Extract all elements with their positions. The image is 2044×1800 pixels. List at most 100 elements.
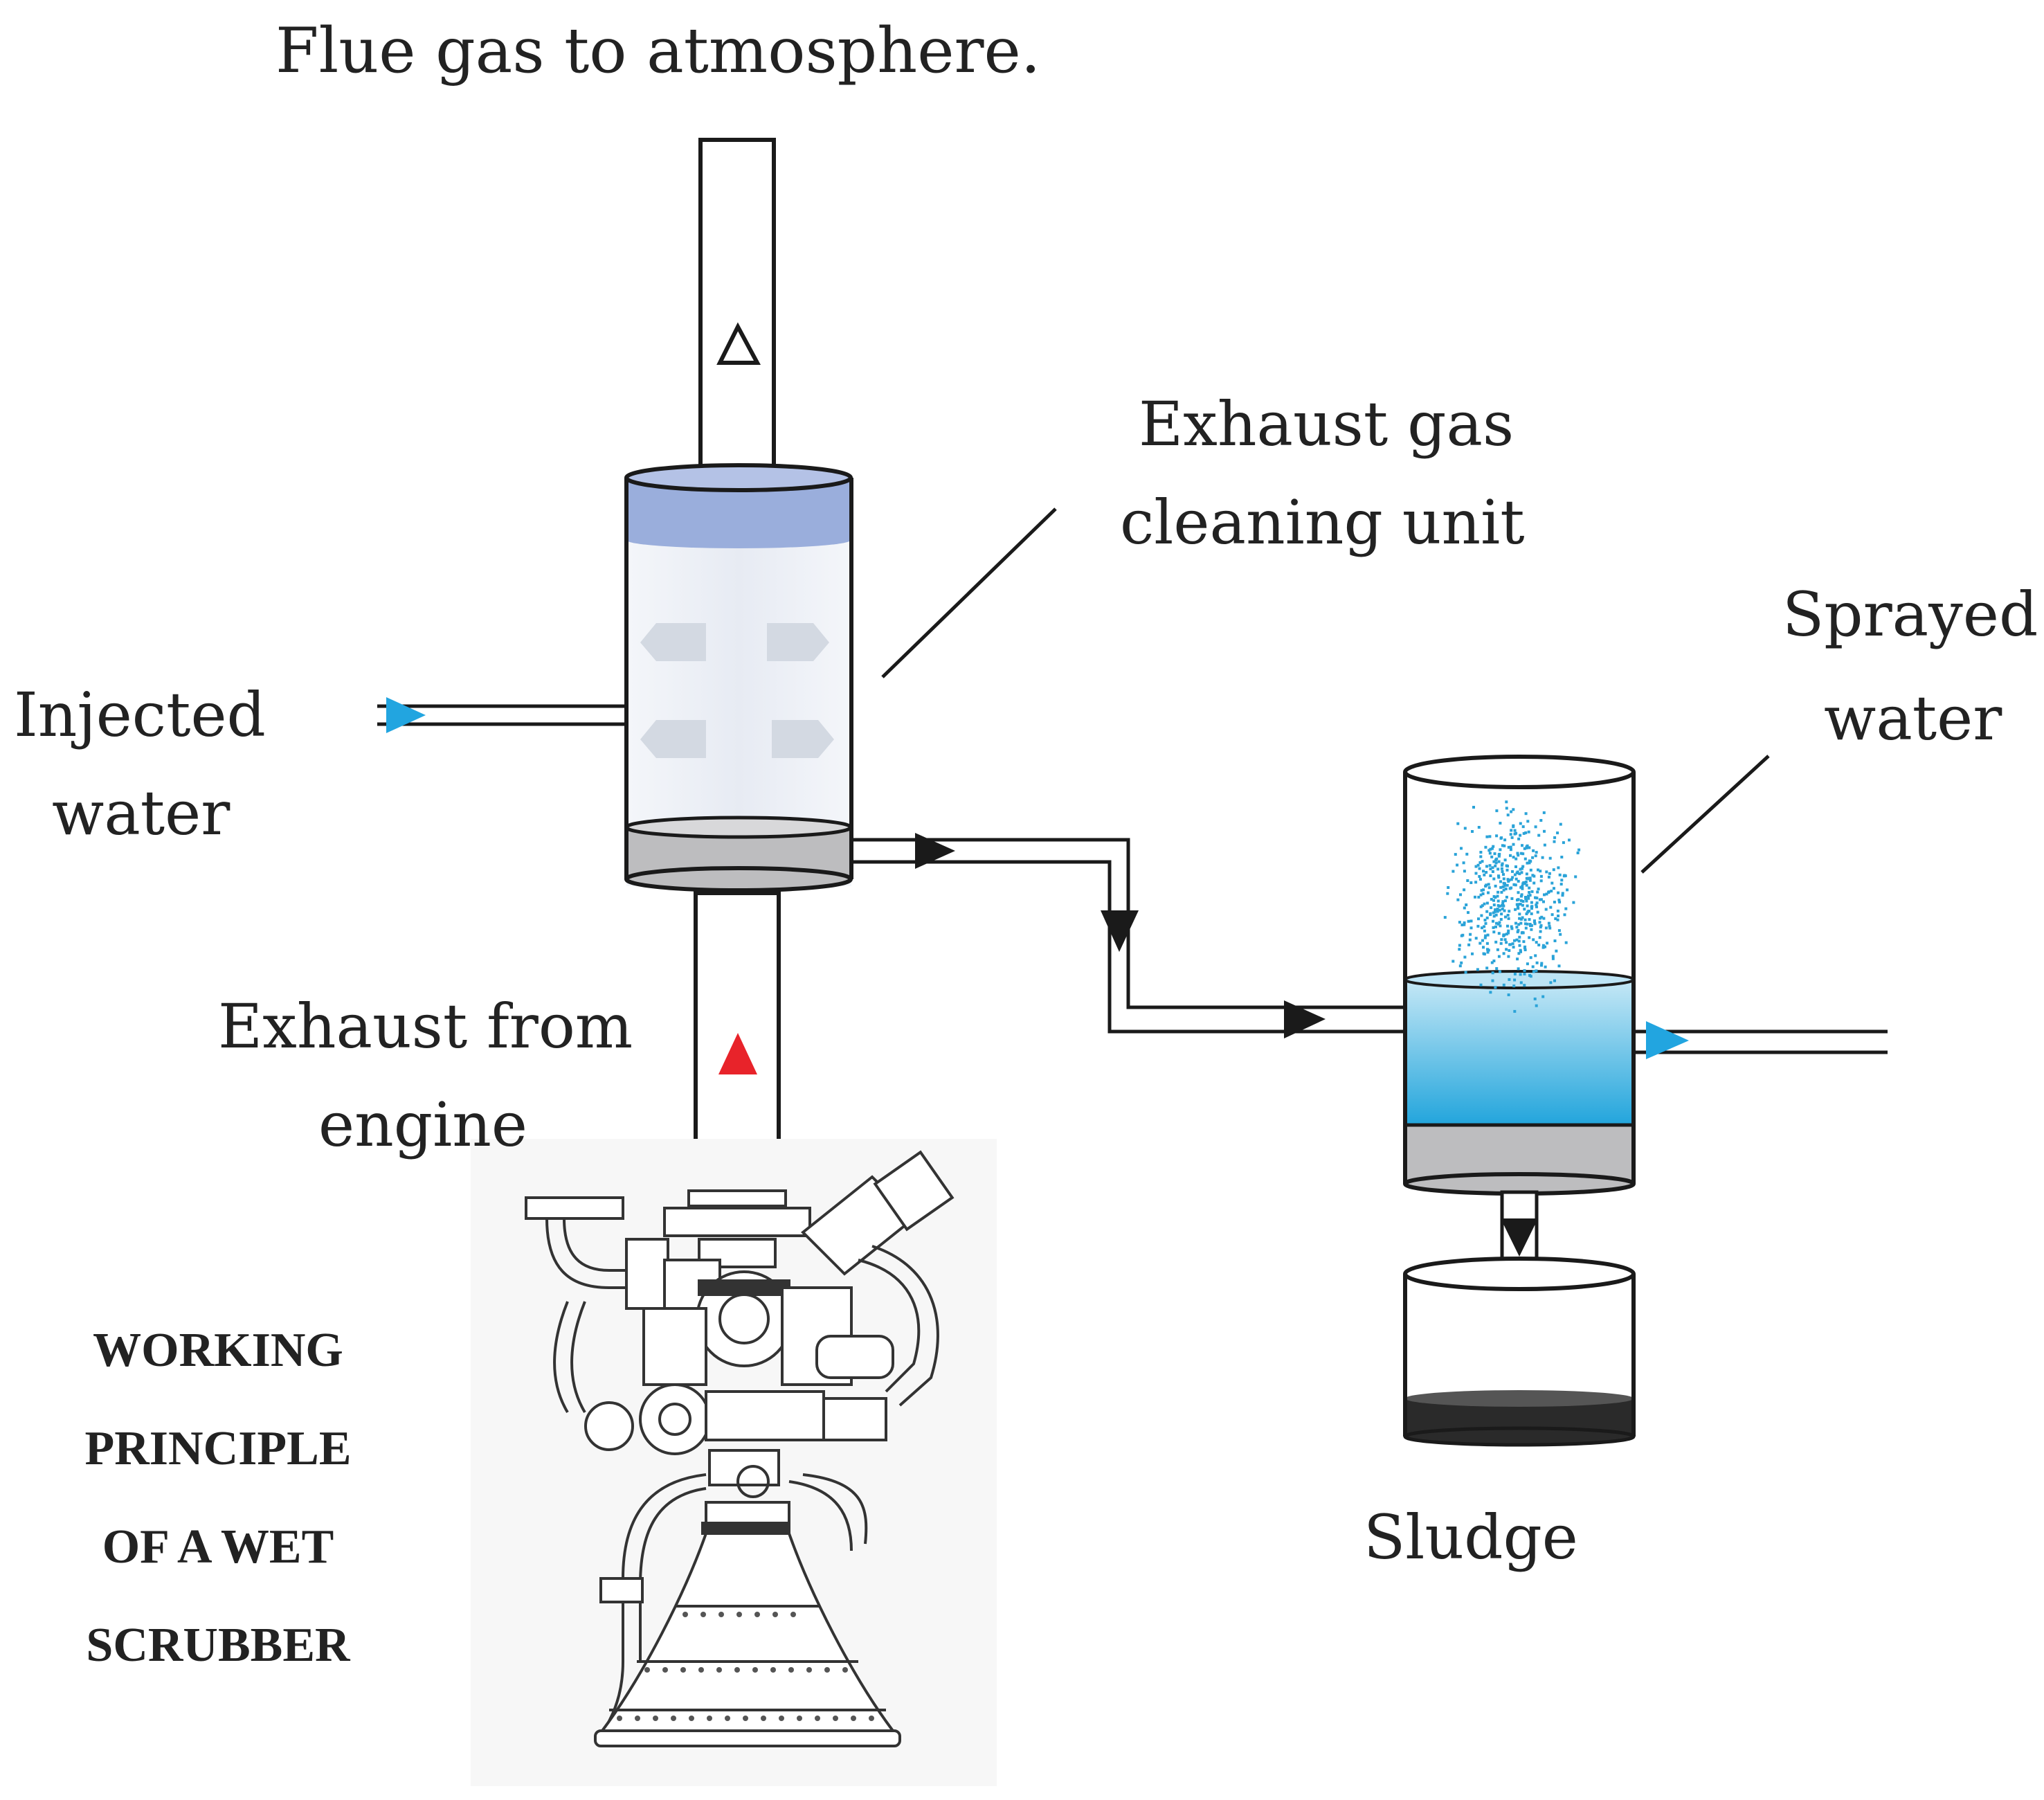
spray-droplet — [1535, 851, 1538, 854]
spray-droplet — [1523, 948, 1527, 951]
spray-droplet — [1544, 945, 1547, 948]
rivet — [743, 1716, 748, 1721]
injected-water-label-line1: Injected — [14, 679, 266, 750]
spray-droplet — [1509, 848, 1512, 852]
spray-droplet — [1539, 926, 1542, 929]
spray-droplet — [1505, 941, 1508, 944]
injected-water-label-line2: water — [52, 777, 230, 849]
spray-droplet — [1530, 928, 1533, 931]
spray-droplet — [1515, 926, 1519, 929]
spray-droplet — [1502, 983, 1505, 987]
spray-droplet — [1496, 899, 1500, 903]
spray-droplet — [1539, 930, 1542, 933]
spray-droplet — [1493, 910, 1496, 913]
spray-droplet — [1564, 941, 1568, 944]
spray-droplet — [1553, 939, 1557, 942]
spray-droplet — [1516, 899, 1519, 902]
spray-droplet — [1479, 983, 1483, 987]
spray-droplet — [1507, 955, 1510, 958]
spray-droplet — [1526, 861, 1529, 865]
spray-droplet — [1497, 955, 1501, 958]
spray-droplet — [1535, 969, 1538, 973]
sludge-label: Sludge — [1364, 1502, 1578, 1573]
spray-droplet — [1511, 876, 1514, 879]
spray-droplet — [1556, 909, 1559, 912]
spray-droplet — [1546, 942, 1549, 945]
spray-droplet — [1528, 918, 1531, 921]
spray-droplet — [1528, 861, 1531, 865]
spray-droplet — [1521, 885, 1524, 888]
spray-droplet — [1494, 986, 1497, 989]
spray-droplet — [1497, 854, 1501, 858]
spray-droplet — [1521, 865, 1525, 868]
spray-droplet — [1520, 893, 1523, 897]
spray-droplet — [1518, 935, 1521, 939]
rivet — [797, 1716, 802, 1721]
rivet — [635, 1716, 640, 1721]
rivet — [644, 1667, 650, 1673]
drain-arrow-icon — [1501, 1218, 1538, 1257]
spray-droplet — [1534, 896, 1537, 899]
spray-droplet — [1526, 904, 1529, 908]
spray-droplet — [1532, 970, 1535, 973]
spray-droplet — [1550, 913, 1554, 917]
spray-droplet — [1574, 875, 1577, 879]
spray-droplet — [1458, 921, 1461, 924]
spray-droplet — [1561, 894, 1564, 897]
spray-droplet — [1477, 895, 1481, 899]
spray-droplet — [1510, 897, 1514, 900]
spray-droplet — [1504, 915, 1507, 919]
spray-droplet — [1510, 829, 1513, 832]
spray-droplet — [1485, 942, 1489, 945]
spray-droplet — [1502, 888, 1505, 892]
spray-droplet — [1514, 857, 1518, 861]
spray-droplet — [1480, 889, 1483, 892]
spray-droplet — [1528, 846, 1531, 849]
rivet — [752, 1667, 758, 1673]
spray-droplet — [1501, 902, 1505, 906]
spray-droplet — [1523, 945, 1527, 948]
spray-droplet — [1490, 961, 1494, 964]
spray-droplet — [1492, 860, 1496, 863]
rivet — [770, 1667, 776, 1673]
spray-droplet — [1472, 806, 1475, 809]
spray-droplet — [1501, 900, 1505, 903]
spray-droplet — [1557, 929, 1561, 933]
spray-droplet — [1548, 872, 1551, 875]
spray-droplet — [1514, 865, 1517, 868]
spray-droplet — [1553, 979, 1556, 982]
spray-droplet — [1484, 885, 1487, 888]
spray-droplet — [1496, 894, 1499, 898]
spray-droplet — [1533, 997, 1537, 1000]
spray-droplet — [1516, 852, 1519, 855]
spray-droplet — [1534, 854, 1537, 858]
spray-droplet — [1463, 921, 1466, 924]
spray-droplet — [1492, 915, 1496, 918]
spray-droplet — [1494, 913, 1498, 917]
spray-droplet — [1456, 863, 1459, 867]
spray-droplet — [1486, 951, 1490, 954]
spray-droplet — [1489, 867, 1492, 871]
spray-droplet — [1526, 820, 1530, 823]
rivet — [806, 1667, 812, 1673]
sludge-container — [1403, 1257, 1636, 1447]
spray-droplet — [1488, 864, 1492, 867]
cleaning-unit-label-line2: cleaning unit — [1120, 487, 1525, 558]
spray-droplet — [1481, 892, 1485, 895]
spray-droplet — [1537, 834, 1541, 837]
spray-droplet — [1560, 856, 1564, 858]
rivet — [662, 1667, 668, 1673]
spray-droplet — [1526, 844, 1529, 847]
spray-droplet — [1499, 836, 1503, 840]
baffle-icon — [767, 623, 829, 661]
spray-droplet — [1482, 888, 1485, 892]
spray-droplet — [1528, 876, 1532, 880]
spray-droplet — [1465, 903, 1468, 906]
spray-droplet — [1497, 876, 1501, 879]
spray-droplet — [1532, 938, 1535, 942]
spray-droplet — [1517, 903, 1520, 906]
spray-droplet — [1526, 876, 1530, 880]
flow-arrow-icon — [915, 833, 955, 869]
spray-droplet — [1506, 865, 1509, 868]
spray-droplet — [1486, 948, 1489, 951]
